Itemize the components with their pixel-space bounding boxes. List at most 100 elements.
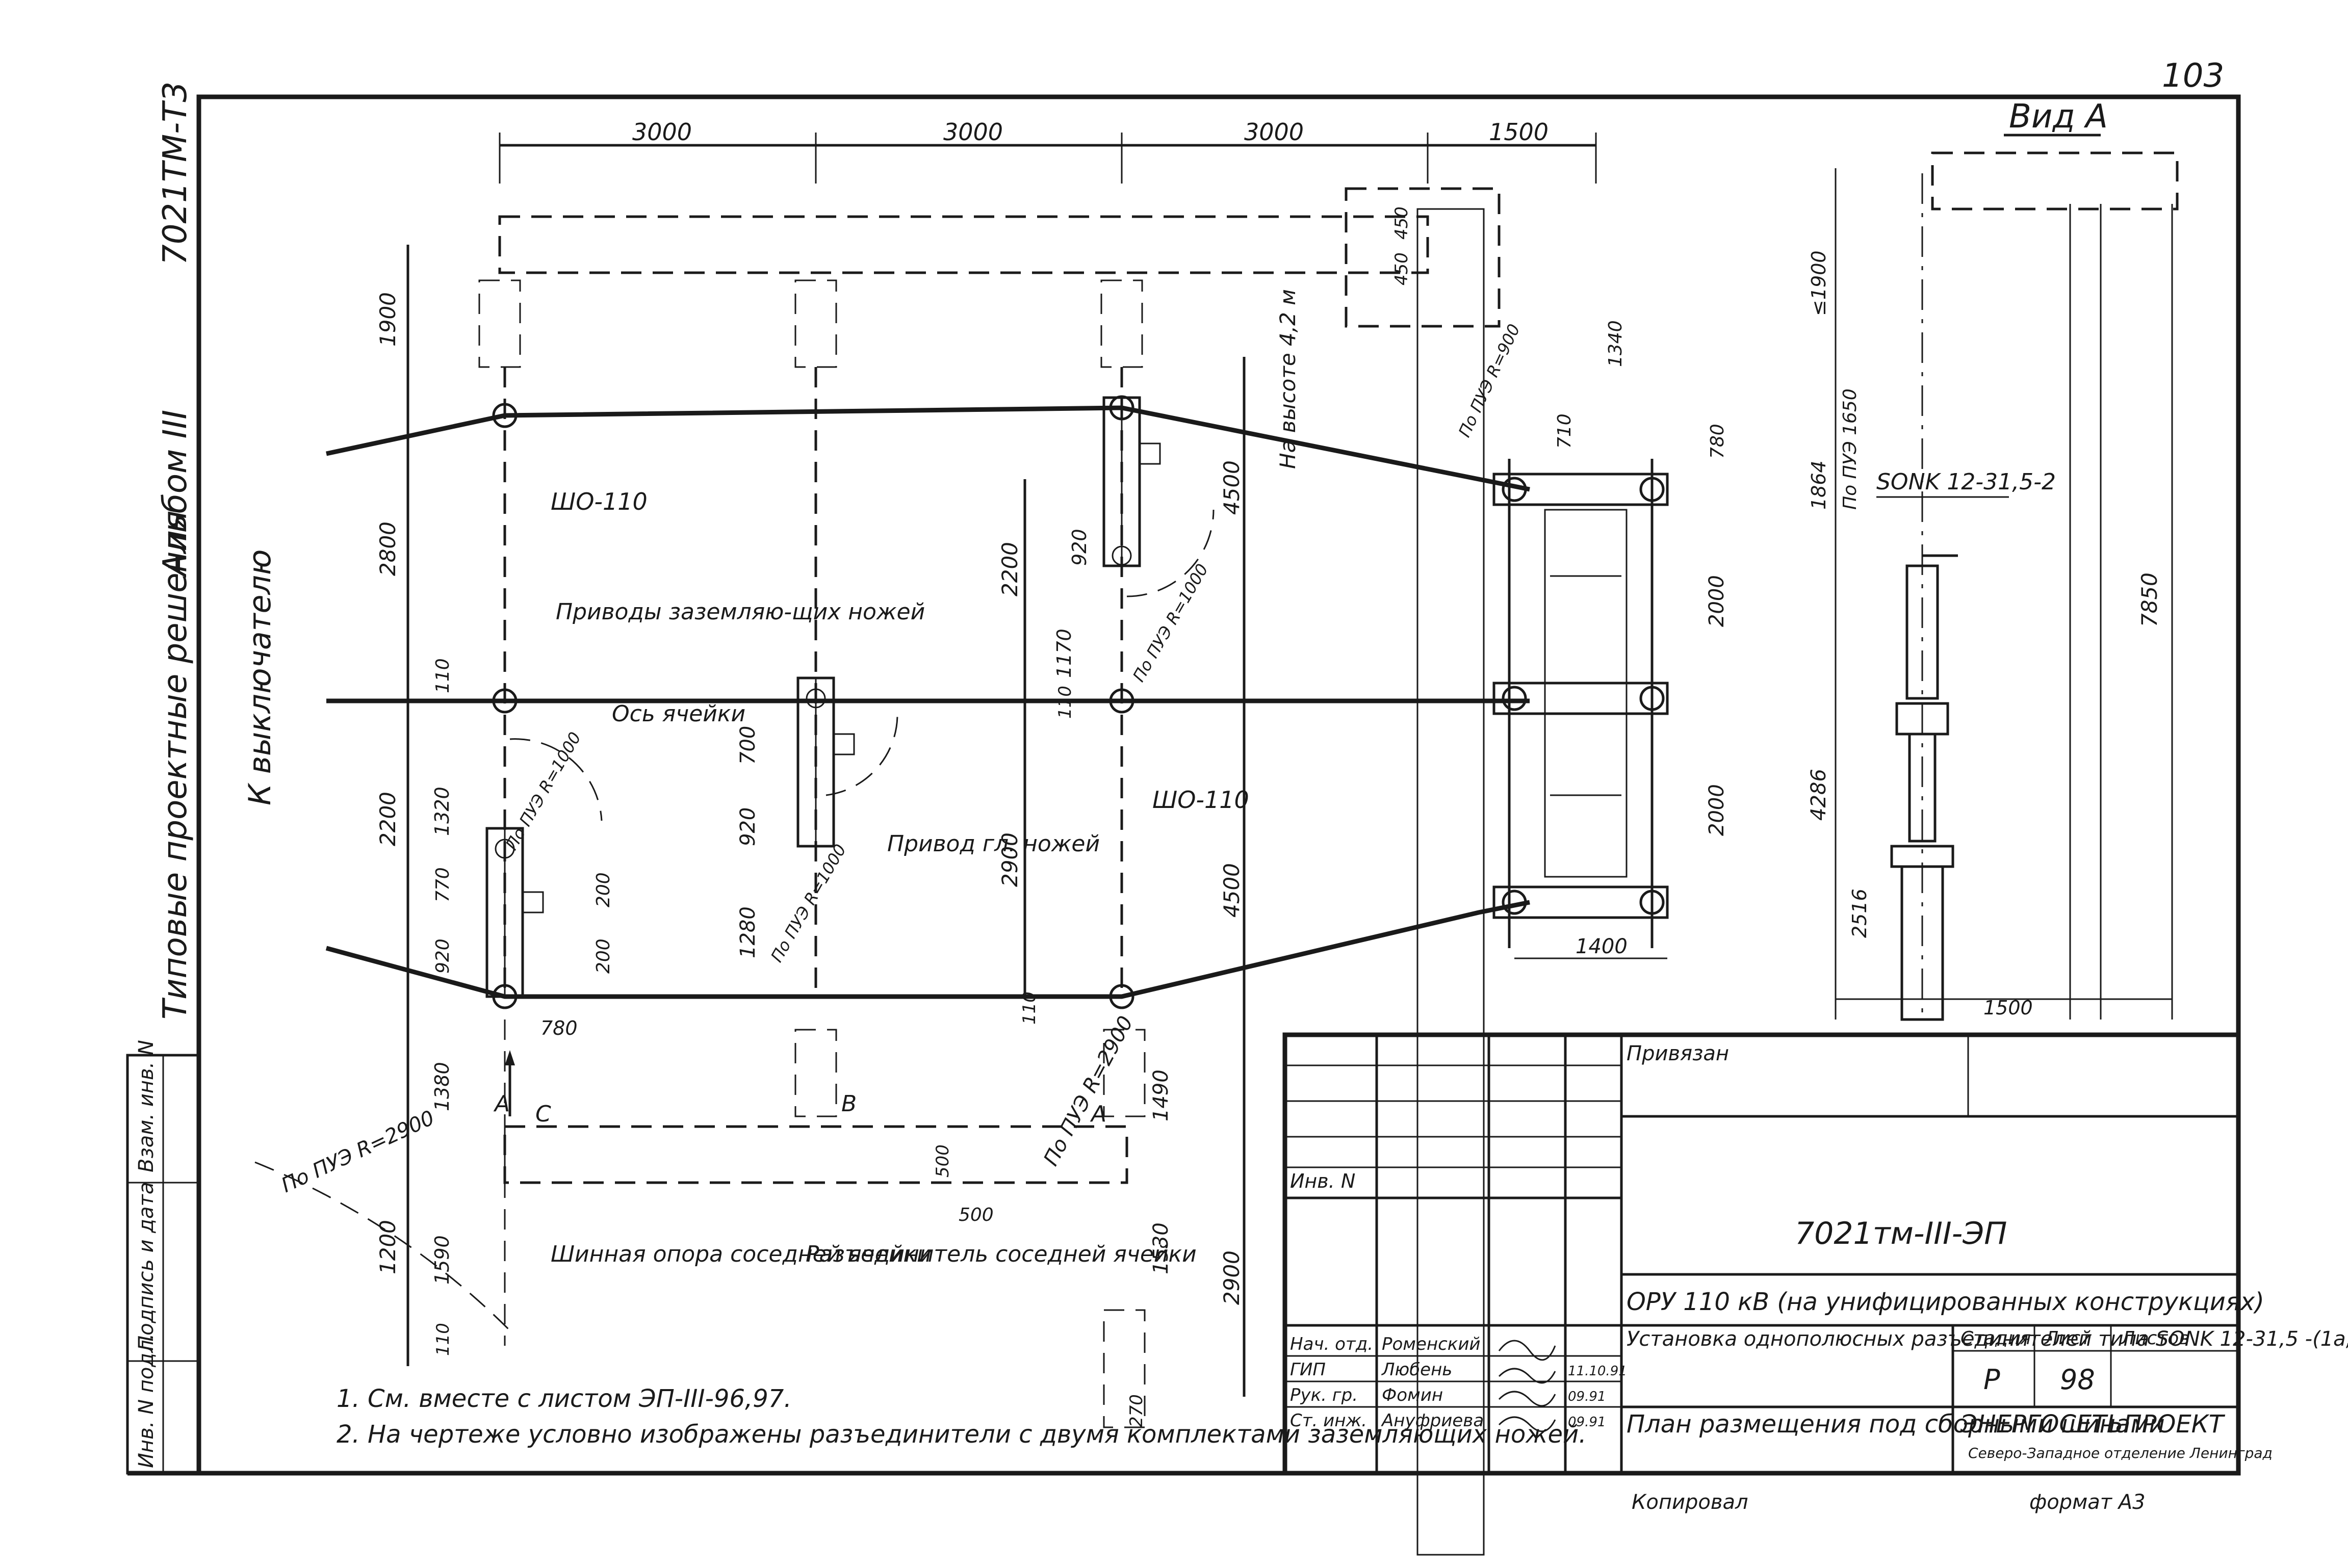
sheet-header: Лист — [2044, 1328, 2092, 1349]
dim-left-7: 920 — [432, 938, 453, 974]
label-pue2900-b: По ПУЭ R=2900 — [1039, 1012, 1138, 1170]
view-a-dim-5: 4286 — [1807, 769, 1830, 821]
support-5 — [1109, 688, 1134, 714]
dim-top-2: 3000 — [943, 118, 1003, 146]
dim-block-6: 2000 — [1705, 575, 1728, 627]
sheet-value: 98 — [2060, 1364, 2095, 1396]
label-bus-support: Шинная опора соседней ячейки — [551, 1241, 932, 1267]
dim-mid-6: 110 — [1055, 686, 1075, 719]
dim-mid-9: 920 — [1068, 529, 1091, 566]
signature-4 — [1498, 1416, 1556, 1432]
dim-block-2: 450 — [1391, 252, 1412, 285]
busbar-upper — [326, 405, 1530, 492]
dim-top-4: 1500 — [1489, 118, 1549, 146]
marker-b: B — [841, 1091, 857, 1117]
label-earth-drives: Приводы заземляю-щих ножей — [556, 599, 925, 625]
disconnector-right — [1102, 396, 1161, 567]
dim-top-3: 3000 — [1244, 118, 1304, 146]
plan-view: 3000 3000 3000 1500 — [254, 118, 1728, 1556]
notes: 1. См. вместе с листом ЭП-III-96,97. 2. … — [337, 1384, 1586, 1449]
view-a-title: Вид А — [2009, 98, 2108, 136]
clearance-arc-2 — [825, 713, 898, 796]
dim-mid-17: 270 — [1126, 1394, 1147, 1427]
dim-block-7: 2000 — [1705, 784, 1728, 836]
person-date-2: 11.10.91 — [1568, 1364, 1627, 1379]
label-sho110-b: ШО-110 — [1152, 786, 1249, 814]
inv-n: Инв. N — [1290, 1170, 1355, 1192]
person-role-1: Нач. отд. — [1290, 1334, 1373, 1354]
dim-mid-2: 920 — [736, 807, 760, 846]
support-6 — [1109, 984, 1134, 1009]
support-plan-block: 450 450 1340 710 780 2000 2000 1400 — [1345, 187, 1728, 1556]
drawing-code-side: 7021ТМ-Т3 — [157, 82, 194, 265]
label-disconnector: Разъединитель соседней ячейки — [806, 1241, 1197, 1267]
clearance-arc-1 — [509, 738, 603, 821]
dim-left-8: 1380 — [431, 1062, 453, 1111]
person-role-2: ГИП — [1290, 1360, 1326, 1380]
series-label: Типовые проектные решения — [157, 510, 194, 1020]
dim-left-6: 770 — [432, 867, 453, 902]
dim-mid-1: 700 — [736, 726, 760, 765]
drawing-subtitle: План размещения под сборными шинами — [1627, 1410, 2165, 1439]
dim-left-10: 1590 — [431, 1235, 453, 1285]
dim-mid-14: 2900 — [1219, 1250, 1244, 1305]
page-number: 103 — [2162, 57, 2224, 95]
left-binding-strip: Взам. инв. N Подпись и дата Инв. N подл. — [126, 1040, 200, 1475]
marker-c: C — [535, 1101, 551, 1127]
busbar-lower — [325, 900, 1530, 999]
clearance-arc-pue2900 — [254, 1161, 511, 1331]
label-pue2900-a: По ПУЭ R=2900 — [278, 1106, 438, 1197]
label-main-drive: Привод гл. ножей — [887, 831, 1100, 857]
dim-mid-5: 1170 — [1053, 629, 1075, 678]
label-sho110-a: ШО-110 — [551, 488, 648, 515]
dim-mid-12: 1490 — [1149, 1069, 1173, 1121]
stage-header: Стадия — [1960, 1328, 2031, 1349]
view-a-dim-7: 1500 — [1983, 997, 2033, 1019]
label-pue1000-b: По ПУЭ R=1000 — [767, 841, 850, 965]
stage-value: Р — [1983, 1364, 2000, 1396]
disconnector-left — [485, 827, 544, 998]
strip-label-sign: Подпись и дата — [135, 1182, 158, 1351]
dim-left-11: 110 — [433, 1323, 453, 1356]
view-a-equipment: SONK 12-31,5-2 — [1876, 469, 2056, 495]
dim-mid-10: 4500 — [1219, 460, 1244, 515]
strip-label-replace: Взам. инв. N — [135, 1040, 158, 1172]
dim-top-1: 3000 — [632, 118, 692, 146]
strip-label-inv: Инв. N подл. — [135, 1334, 158, 1468]
person-name-2: Любень — [1381, 1360, 1452, 1380]
person-date-4: 09.91 — [1568, 1415, 1606, 1430]
dim-left-9: 1200 — [375, 1220, 400, 1274]
note-1: 1. См. вместе с листом ЭП-III-96,97. — [337, 1384, 792, 1413]
label-cell-axis: Ось ячейки — [612, 701, 745, 727]
sheets-header: Листов — [2120, 1328, 2189, 1349]
person-role-3: Рук. гр. — [1290, 1385, 1358, 1405]
upper-bus-structure — [498, 215, 1429, 274]
signature-3 — [1498, 1391, 1556, 1407]
dim-block-1: 450 — [1391, 206, 1412, 240]
label-pue1000-a: По ПУЭ R=1000 — [502, 729, 585, 853]
dim-mid-13: 1530 — [1149, 1222, 1173, 1274]
object-name: ОРУ 110 кВ (на унифицированных конструкц… — [1627, 1288, 2264, 1316]
person-date-3: 09.91 — [1568, 1389, 1606, 1404]
dim-small-2: 200 — [593, 938, 614, 974]
dim-left-5: 1320 — [431, 787, 453, 836]
dim-mid-16: 500 — [959, 1205, 994, 1225]
doc-code: 7021тм-III-ЭП — [1795, 1216, 2007, 1251]
drawing-title: Установка однополюсных разъединителей ти… — [1627, 1327, 2348, 1351]
dim-small-3: 780 — [540, 1017, 578, 1039]
dim-mid-8: 110 — [1019, 991, 1040, 1025]
view-a: Вид А ≤1900 1864 По ПУЭ 1650 7850 4286 2… — [1807, 98, 2179, 1021]
dim-block-3: 1340 — [1605, 320, 1626, 367]
dim-block-5: 780 — [1707, 424, 1728, 459]
dim-left-3: 110 — [432, 658, 453, 693]
dim-mid-3: 1280 — [736, 906, 760, 958]
view-a-dim-3: По ПУЭ 1650 — [1840, 388, 1861, 510]
dim-mid-4: 2200 — [997, 542, 1022, 596]
support-2 — [492, 688, 518, 714]
view-a-dim-4: 7850 — [2137, 572, 2162, 627]
copied-by: Копировал — [1632, 1491, 1748, 1514]
signature-2 — [1498, 1368, 1556, 1384]
to-breaker-label: К выключателю — [242, 550, 278, 805]
marker-a2: A — [1090, 1101, 1106, 1127]
